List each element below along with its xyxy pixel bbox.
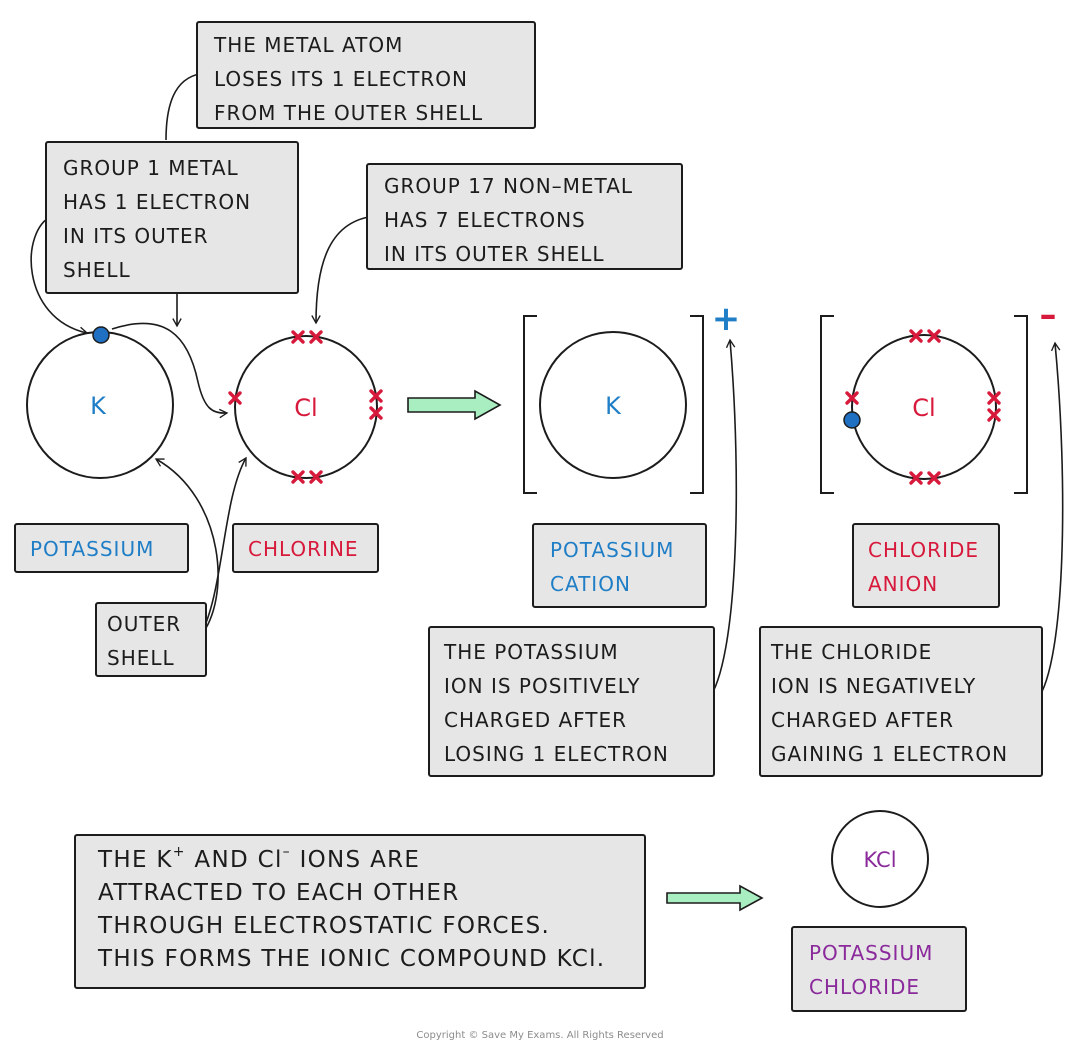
note-line: SHELL (107, 646, 175, 670)
label-line: ANION (868, 572, 939, 596)
summary-line-4: THIS FORMS THE IONIC COMPOUND KCl. (98, 946, 606, 972)
note-line: HAS 7 ELECTRONS (384, 208, 586, 232)
electron-cross-marker (228, 391, 242, 405)
chloride-electrons (845, 329, 1001, 485)
note-line: THE POTASSIUM (444, 640, 619, 664)
summary-text: AND Cl (185, 847, 283, 873)
pointer-outer-shell-k (154, 458, 219, 639)
k-charge: + (172, 844, 186, 861)
note-line: GAINING 1 ELECTRON (771, 742, 1009, 766)
note-line: SHELL (63, 258, 131, 282)
electron-cross-marker (845, 391, 859, 405)
electron-cross-marker (909, 471, 923, 485)
summary-text: IONS ARE (290, 847, 421, 873)
potassium-ion-symbol: K (605, 392, 622, 420)
pointer-group1 (30, 215, 89, 337)
label-line: CHLORIDE (868, 538, 980, 562)
electron-cross-marker (909, 329, 923, 343)
potassium-cation-label: POTASSIUM CATION (532, 523, 707, 608)
chlorine-label: CHLORINE (232, 523, 379, 573)
cation-right-bracket (690, 315, 704, 494)
electron-cross-marker (309, 330, 323, 344)
pointer-group17 (311, 215, 377, 325)
potassium-symbol: K (90, 392, 107, 420)
label-line: CHLORIDE (809, 975, 921, 999)
electron-cross-marker (927, 471, 941, 485)
potassium-label: POTASSIUM (14, 523, 189, 573)
ionic-compound-summary: THE K+ AND Cl– IONS ARE ATTRACTED TO EAC… (74, 834, 646, 989)
electron-cross-marker (309, 470, 323, 484)
summary-line-3: THROUGH ELECTROSTATIC FORCES. (98, 913, 551, 939)
label-line: POTASSIUM (809, 941, 934, 965)
electron-cross-marker (369, 389, 383, 403)
label-line: POTASSIUM (550, 538, 675, 562)
note-line: IN ITS OUTER SHELL (384, 242, 605, 266)
electron-cross-marker (927, 329, 941, 343)
cation-charge-note: THE POTASSIUM ION IS POSITIVELY CHARGED … (428, 626, 715, 777)
reaction-arrow-2 (666, 884, 764, 912)
electron-cross-marker (987, 408, 1001, 422)
anion-right-bracket (1014, 315, 1028, 494)
note-line: ION IS NEGATIVELY (771, 674, 977, 698)
electron-cross-marker (987, 391, 1001, 405)
chlorine-label-text: CHLORINE (248, 537, 359, 561)
chlorine-electrons (228, 330, 383, 484)
note-line: GROUP 1 METAL (63, 156, 239, 180)
chloride-anion-label: CHLORIDE ANION (852, 523, 1000, 608)
potassium-chloride-label: POTASSIUM CHLORIDE (791, 926, 967, 1012)
anion-left-bracket (820, 315, 834, 494)
note-line: THE CHLORIDE (771, 640, 933, 664)
note-line: THE METAL ATOM (214, 33, 404, 57)
cl-charge: – (282, 844, 291, 861)
note-line: ION IS POSITIVELY (444, 674, 641, 698)
gained-electron (843, 411, 861, 429)
cation-left-bracket (523, 315, 537, 494)
note-line: OUTER (107, 612, 182, 636)
note-line: CHARGED AFTER (444, 708, 628, 732)
group17-nonmetal-note: GROUP 17 NON–METAL HAS 7 ELECTRONS IN IT… (366, 163, 683, 270)
chlorine-atom-shell (234, 335, 378, 479)
note-line: IN ITS OUTER (63, 224, 209, 248)
electron-cross-marker (291, 330, 305, 344)
outer-shell-note: OUTER SHELL (95, 602, 207, 677)
chloride-ion-symbol: Cl (912, 394, 935, 422)
pointer-cation-charge (707, 338, 738, 701)
kcl-symbol: KCl (863, 848, 896, 872)
copyright-notice: Copyright © Save My Exams. All Rights Re… (416, 1030, 664, 1041)
group1-metal-note: GROUP 1 METAL HAS 1 ELECTRON IN ITS OUTE… (45, 141, 299, 294)
potassium-ion-shell (539, 331, 687, 479)
electron-cross-marker (369, 406, 383, 420)
metal-loses-electron-note: THE METAL ATOM LOSES ITS 1 ELECTRON FROM… (196, 21, 536, 129)
chloride-ion-shell (851, 334, 997, 480)
electron-cross-marker (291, 470, 305, 484)
chlorine-symbol: Cl (294, 394, 317, 422)
label-line: CATION (550, 572, 631, 596)
note-line: CHARGED AFTER (771, 708, 955, 732)
note-line: LOSES ITS 1 ELECTRON (214, 67, 469, 91)
anion-charge-note: THE CHLORIDE ION IS NEGATIVELY CHARGED A… (759, 626, 1043, 777)
cation-charge: + (712, 299, 741, 339)
pointer-anion-charge (1036, 341, 1064, 701)
potassium-outer-electron (92, 326, 110, 344)
summary-line-2: ATTRACTED TO EACH OTHER (98, 880, 460, 906)
pointer-electron-transfer (111, 322, 229, 419)
note-line: GROUP 17 NON–METAL (384, 174, 634, 198)
summary-text: THE K (98, 847, 173, 873)
note-line: HAS 1 ELECTRON (63, 190, 252, 214)
note-line: LOSING 1 ELECTRON (444, 742, 669, 766)
note-line: FROM THE OUTER SHELL (214, 101, 484, 125)
anion-charge: – (1040, 295, 1057, 335)
potassium-label-text: POTASSIUM (30, 537, 155, 561)
kcl-compound-circle (831, 810, 929, 908)
reaction-arrow-1 (407, 389, 502, 421)
summary-line-1: THE K+ AND Cl– IONS ARE (98, 844, 622, 877)
